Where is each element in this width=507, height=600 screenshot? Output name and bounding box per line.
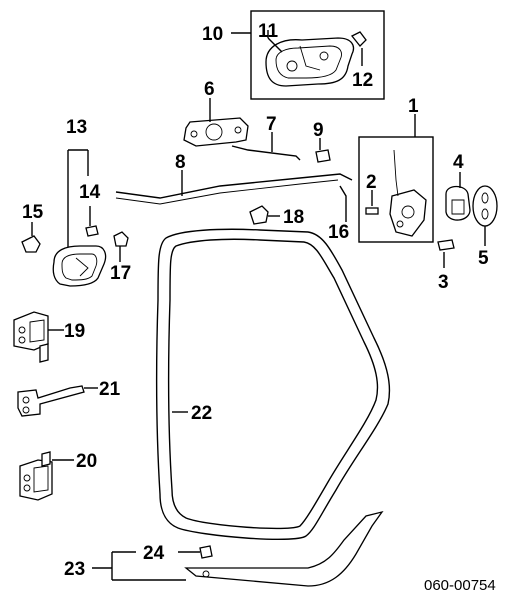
part-10-inner-handle-box <box>231 10 385 100</box>
part-20-hinge-lower <box>19 451 74 501</box>
part-22-weatherstrip <box>155 228 391 540</box>
callout-22: 22 <box>191 403 212 424</box>
part-15-plug <box>21 222 41 253</box>
callout-10: 10 <box>202 24 223 45</box>
part-21-door-check <box>17 385 98 417</box>
part-7-rod <box>231 132 301 161</box>
part-14-screw <box>85 206 99 237</box>
part-24-clip <box>178 545 213 559</box>
part-8-long-rod <box>115 170 353 205</box>
callout-23: 23 <box>64 559 85 580</box>
part-18-clip <box>249 205 280 225</box>
callout-17: 17 <box>110 263 131 284</box>
callout-12: 12 <box>352 70 373 91</box>
part-16-link <box>339 185 347 222</box>
callout-18: 18 <box>283 207 304 228</box>
part-6-bracket <box>183 98 249 147</box>
callout-14: 14 <box>79 182 101 203</box>
callout-8: 8 <box>175 152 186 173</box>
callout-21: 21 <box>99 379 121 400</box>
part-4-striker <box>445 172 471 221</box>
callout-11: 11 <box>258 21 279 42</box>
part-19-hinge-upper <box>13 311 64 363</box>
part-5-shim <box>472 185 498 246</box>
callout-19: 19 <box>64 321 85 342</box>
part-1-latch-box <box>358 114 434 243</box>
part-23-garnish-strip <box>92 510 384 587</box>
callout-3: 3 <box>438 272 449 293</box>
part-17-clip <box>113 231 129 262</box>
part-13-handle-bezel <box>52 149 107 287</box>
part-9-clip <box>315 138 331 163</box>
callout-4: 4 <box>453 152 464 173</box>
figure-code: 060-00754 <box>424 577 496 594</box>
callout-2: 2 <box>366 172 377 193</box>
callout-9: 9 <box>313 120 324 141</box>
callout-13: 13 <box>66 117 87 138</box>
callout-15: 15 <box>22 202 44 223</box>
callout-16: 16 <box>328 222 349 243</box>
part-3-bumper <box>437 239 455 268</box>
callout-24: 24 <box>143 543 165 564</box>
callout-5: 5 <box>478 248 489 269</box>
callout-7: 7 <box>266 114 277 135</box>
callout-20: 20 <box>76 451 97 472</box>
callout-1: 1 <box>408 96 419 117</box>
callout-6: 6 <box>204 79 215 100</box>
